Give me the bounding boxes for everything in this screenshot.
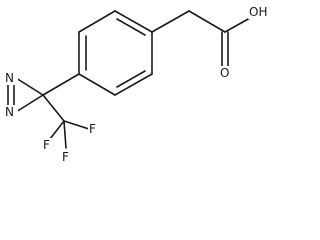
- bond-c-oh: [224, 17, 251, 33]
- bond-c-n-top: [15, 77, 44, 96]
- atom-n-top: N: [5, 71, 14, 85]
- atom-n-bottom: N: [5, 105, 14, 119]
- bond-ring-diazirine: [42, 73, 80, 96]
- chemical-structure: N N F F F O OH: [3, 5, 271, 164]
- diazirine-ring: [7, 73, 80, 113]
- atom-oh: OH: [249, 5, 267, 19]
- ring-double-bond-1: [116, 18, 146, 36]
- bond-c-n-bottom: [15, 94, 44, 113]
- bond-c-f-right: [63, 120, 90, 130]
- trifluoromethyl-group: [42, 94, 90, 149]
- atom-o-carbonyl: O: [220, 66, 229, 80]
- bond-c-f-bottom: [63, 120, 67, 149]
- ring-bond-4: [78, 73, 116, 96]
- bond-ch2-carboxyl: [188, 10, 226, 33]
- atom-labels: N N F F F O OH: [3, 5, 271, 164]
- ring-bond-6: [78, 10, 116, 33]
- bond-ring-ch2: [151, 10, 190, 33]
- ring-bond-1: [114, 10, 153, 33]
- ring-double-bond-2: [116, 70, 146, 88]
- atom-f-bottom: F: [62, 150, 69, 164]
- benzene-ring: [78, 10, 153, 96]
- atom-f-left: F: [43, 138, 50, 152]
- bond-diazirine-cf3: [42, 94, 65, 122]
- atom-f-right: F: [89, 122, 96, 136]
- bond-c-f-left: [49, 120, 65, 140]
- ring-bond-3: [114, 73, 153, 96]
- acetic-acid-group: [151, 10, 251, 67]
